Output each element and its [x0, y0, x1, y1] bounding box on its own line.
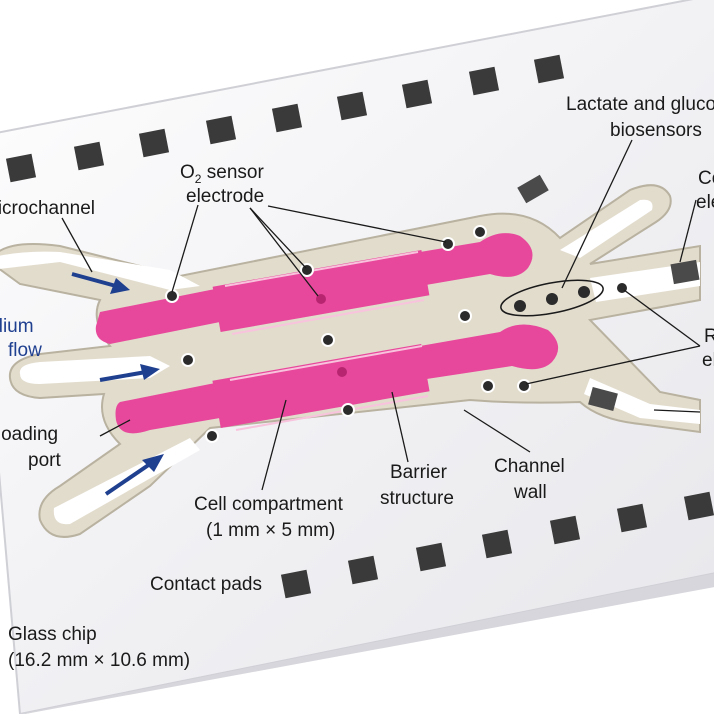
o2-prefix: O — [180, 162, 195, 183]
electrode-dot — [517, 379, 531, 393]
label-reference-electrode-line1: Reference — [704, 326, 714, 347]
electrode-dot — [441, 237, 455, 251]
flow-arrow-head — [110, 278, 130, 294]
contact-pad — [616, 503, 648, 533]
o2-suffix: sensor — [201, 162, 264, 183]
contact-pad — [347, 555, 379, 585]
glass-chip-edge — [20, 573, 714, 714]
cell-compartment-body — [212, 343, 430, 429]
biosensor-group-outline — [500, 279, 604, 317]
label-lactate-glucose-line1: Lactate and glucose — [566, 94, 714, 115]
contact-pad — [401, 79, 433, 109]
label-barrier-structure-line2: structure — [380, 488, 454, 509]
label-channel-wall-line1: Channel — [494, 456, 565, 477]
contact-pad — [138, 128, 170, 158]
label-medium-flow-line2: flow — [8, 340, 42, 361]
electrode-dot — [205, 429, 219, 443]
o2-sensor-electrode-upper — [316, 294, 326, 304]
label-gel-loading-port-line1: Gel loading — [0, 424, 58, 445]
flow-arrow — [71, 272, 117, 288]
electrode-dot — [473, 225, 487, 239]
contact-pad — [683, 491, 714, 521]
electrode-dot — [341, 403, 355, 417]
contact-pad — [205, 115, 237, 145]
contact-pad — [415, 542, 447, 572]
electrode-strip — [517, 174, 549, 204]
label-gel-loading-port-line2: port — [28, 450, 61, 471]
label-cell-compartment-line2: (1 mm × 5 mm) — [206, 520, 335, 541]
label-glass-chip-line2: (16.2 mm × 10.6 mm) — [8, 650, 190, 671]
flow-arrow-head — [140, 364, 160, 380]
biosensor-dot — [514, 300, 526, 312]
label-counter-electrode-line1: Counter — [698, 168, 714, 189]
contact-pad — [533, 54, 565, 84]
flow-arrows — [71, 272, 164, 496]
contact-pad — [5, 153, 37, 183]
contact-pad — [73, 141, 105, 171]
cell-compartment-upper — [95, 233, 533, 344]
label-o2-sensor-line1: O2 sensor — [180, 162, 264, 186]
channel-lumen-middle — [19, 356, 171, 384]
label-counter-electrode-line2: electrode — [696, 192, 714, 213]
channel-lumen-top — [0, 251, 200, 290]
contact-pad — [336, 91, 368, 121]
electrode-dot — [321, 333, 335, 347]
label-barrier-structure-line1: Barrier — [390, 462, 448, 483]
cell-compartment-body — [212, 249, 430, 333]
biosensor-dot — [578, 286, 590, 298]
contact-pad — [481, 529, 513, 559]
contact-pad — [549, 515, 581, 545]
o2-sensor-electrode-lower — [337, 367, 347, 377]
electrodes — [165, 225, 629, 443]
contact-pad — [271, 103, 303, 133]
electrode-strip — [588, 386, 618, 412]
barrier-structure — [224, 251, 429, 431]
cell-compartment-lower — [115, 324, 559, 434]
label-glass-chip-line1: Glass chip — [8, 624, 97, 645]
biosensor-dot — [546, 293, 558, 305]
label-medium-flow-line1: Medium — [0, 316, 34, 337]
label-o2-sensor-line2: electrode — [186, 186, 264, 207]
channel-lumen-lower-right — [584, 378, 700, 424]
electrode-dot — [300, 263, 314, 277]
flow-arrow — [99, 370, 147, 382]
label-channel-wall-line2: wall — [513, 482, 547, 503]
electrode-strip — [670, 259, 700, 285]
label-reference-electrode-line2: electrode — [702, 350, 714, 371]
label-microchannel: Microchannel — [0, 198, 95, 219]
contact-pad — [468, 66, 500, 96]
contact-pads-top — [5, 54, 565, 183]
label-lactate-glucose-line2: biosensors — [610, 120, 702, 141]
o2-subscript: 2 — [195, 172, 202, 186]
electrode-dot — [458, 309, 472, 323]
biosensor-dots — [514, 286, 590, 312]
label-contact-pads: Contact pads — [150, 574, 262, 595]
electrode-dot — [181, 353, 195, 367]
flow-arrow-head — [142, 454, 164, 472]
electrode-dot — [481, 379, 495, 393]
contact-pad — [280, 569, 312, 599]
contact-pads-bottom — [280, 491, 714, 599]
flow-arrow — [104, 462, 152, 496]
leader-lines — [61, 139, 701, 491]
label-cell-compartment-line1: Cell compartment — [194, 494, 344, 515]
